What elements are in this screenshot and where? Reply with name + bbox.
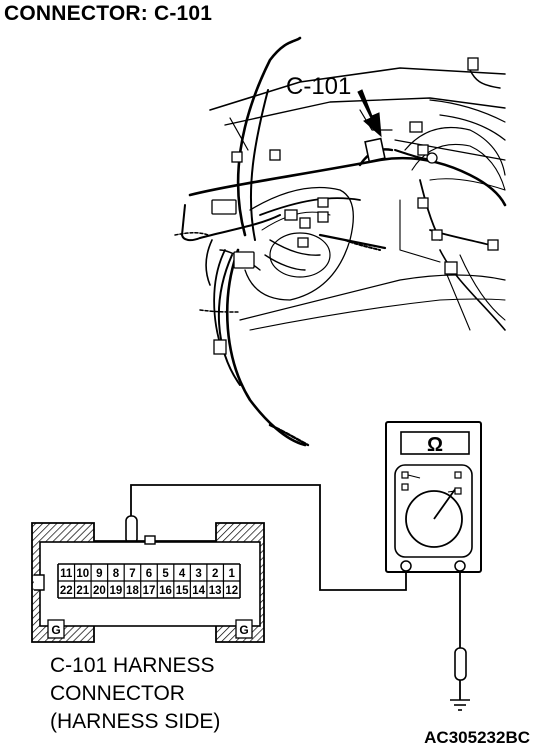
- top-row-pin-6: 6: [146, 568, 152, 580]
- top-row-pin-7: 7: [129, 568, 135, 580]
- bottom-row-pin-22: 22: [60, 585, 73, 597]
- top-row-pin-2: 2: [212, 568, 218, 580]
- top-row-pin-10: 10: [76, 568, 89, 580]
- bottom-row-pin-21: 21: [76, 585, 89, 597]
- bottom-row-pin-19: 19: [110, 585, 123, 597]
- caption-line-2: CONNECTOR: [50, 682, 185, 705]
- top-row-pin-9: 9: [96, 568, 102, 580]
- bottom-row-pin-14: 14: [192, 585, 205, 597]
- caption-line-1: C-101 HARNESS: [50, 654, 215, 677]
- harness-connectors: [211, 57, 499, 355]
- bottom-row-pin-12: 12: [225, 585, 238, 597]
- test-leads: [130, 484, 461, 700]
- top-row-pin-8: 8: [113, 568, 120, 580]
- bottom-row-pin-17: 17: [143, 585, 156, 597]
- meter-dial-pointer: [433, 487, 457, 520]
- top-row-pin-3: 3: [195, 568, 201, 580]
- top-row-pin-11: 11: [60, 568, 73, 580]
- bottom-row-pin-13: 13: [209, 585, 222, 597]
- caption-line-3: (HARNESS SIDE): [50, 710, 221, 733]
- bottom-row-pin-18: 18: [126, 585, 139, 597]
- connector-lock-right-label: G: [239, 623, 248, 637]
- meter-com-jack: [400, 560, 412, 572]
- page-title: CONNECTOR: C-101: [4, 2, 213, 25]
- bottom-row-pin-20: 20: [93, 585, 106, 597]
- ohm-symbol-icon: Ω: [427, 434, 443, 456]
- meter-v-ohm-jack: [454, 560, 466, 572]
- bottom-row-pin-16: 16: [159, 585, 172, 597]
- ground-icon: [450, 699, 470, 711]
- top-row-pin-1: 1: [229, 568, 236, 580]
- connector-lock-left-label: G: [51, 623, 60, 637]
- c101-location-marker: [357, 89, 386, 163]
- figure-code: AC305232BC: [424, 728, 530, 747]
- connector-caption: C-101 HARNESS CONNECTOR (HARNESS SIDE): [50, 652, 220, 736]
- meter-display: [400, 431, 470, 455]
- multimeter: [385, 421, 482, 573]
- c101-callout-label: C-101: [286, 73, 351, 100]
- bottom-row-pin-15: 15: [176, 585, 189, 597]
- top-row-pin-4: 4: [179, 568, 186, 580]
- top-row-pin-5: 5: [162, 568, 169, 580]
- ground-probe: [454, 647, 467, 681]
- dashboard-illustration: [174, 36, 507, 447]
